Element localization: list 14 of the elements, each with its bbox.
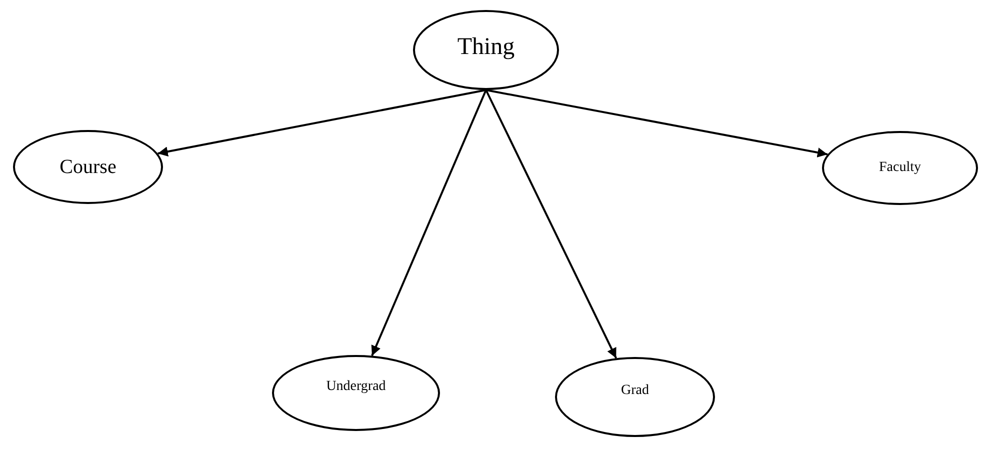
node-label: Course [60,156,116,178]
ellipse-node [822,131,978,205]
node-label: Thing [457,34,515,60]
ellipse-node [272,355,440,431]
ellipse-node [555,357,715,437]
arrow [371,90,487,356]
ellipse-node [13,130,163,204]
node-label: Grad [621,383,649,399]
arrow [485,90,618,359]
arrow [158,89,486,156]
arrow [486,89,828,158]
node-label: Undergrad [326,379,386,395]
ellipse-node [413,10,559,90]
node-label: Faculty [879,160,921,176]
